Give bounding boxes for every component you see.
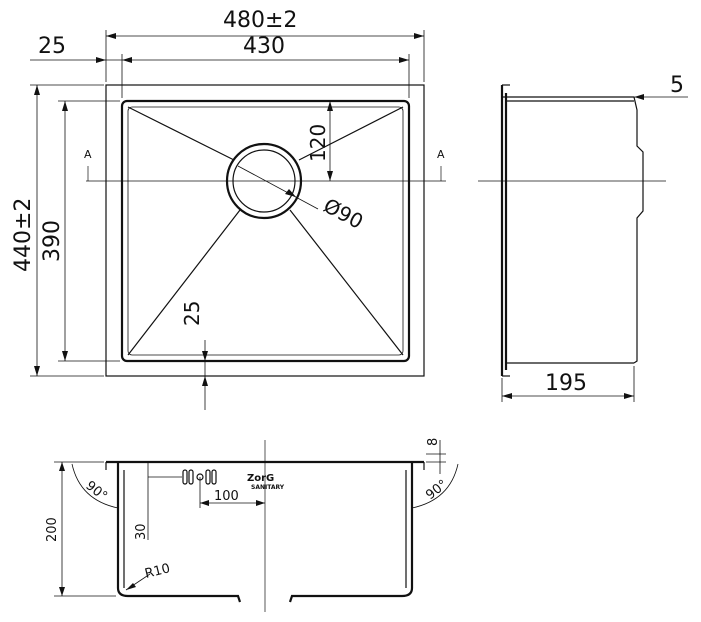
brand-logo: ZorG (247, 473, 274, 484)
dim-rim-height: 8 (426, 438, 441, 446)
bowl-inner-outline (127, 106, 404, 356)
dim-overall-width: 480±2 (223, 8, 297, 33)
dim-overall-depth: 440±2 (11, 198, 36, 272)
plan-view: A A 480±2 430 25 440±2 390 (11, 8, 446, 410)
front-view: ZorG SANITARY 100 30 200 R10 90° 90° (45, 438, 459, 612)
outer-flange-outline (105, 84, 425, 377)
dim-drain-diameter: Ø90 (320, 193, 368, 234)
dim-flange-thickness: 5 (670, 73, 684, 98)
dim-side-depth: 195 (545, 371, 587, 396)
dim-overflow-spacing: 100 (214, 489, 239, 504)
dim-inner-depth: 390 (40, 220, 65, 262)
dim-front-height: 200 (45, 517, 60, 542)
dim-inner-width: 430 (243, 34, 285, 59)
dim-left-angle: 90° (83, 478, 110, 504)
dim-right-angle: 90° (423, 477, 450, 503)
brand-logo-sub: SANITARY (251, 484, 285, 491)
section-mark-right: A (437, 148, 445, 161)
side-view: 5 195 (478, 73, 688, 402)
dim-corner-offset: 25 (180, 301, 204, 326)
dim-offset: 25 (38, 34, 66, 59)
section-mark-left: A (84, 148, 92, 161)
bowl-outline (120, 99, 411, 363)
dim-corner-radius: R10 (143, 561, 171, 582)
dim-overflow-height: 30 (134, 523, 149, 540)
dim-drain-offset: 120 (306, 124, 330, 162)
